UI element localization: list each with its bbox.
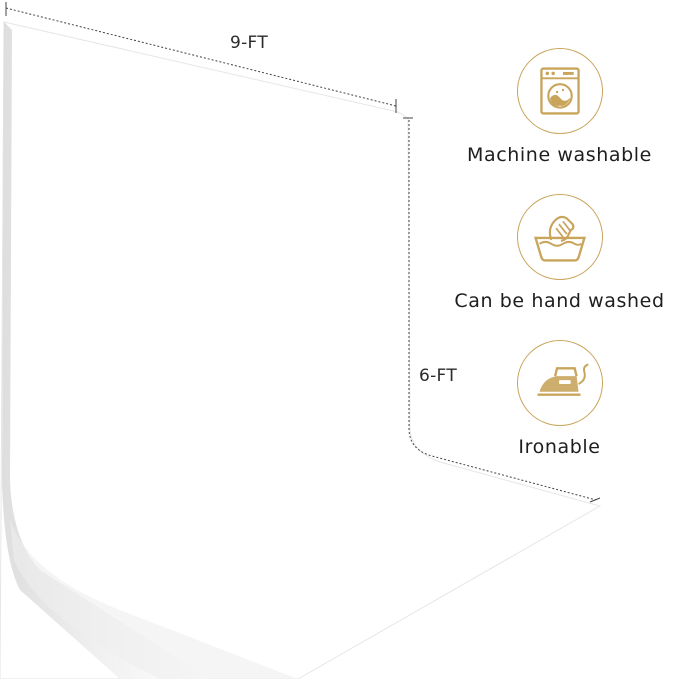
height-label: 6-FT [419, 366, 458, 386]
hand-wash-icon [516, 194, 603, 280]
height-tick-bottom [589, 497, 601, 503]
washing-machine-icon [516, 48, 603, 134]
width-dimension-line [5, 7, 397, 107]
backdrop-sheet [0, 21, 602, 679]
feature-label: Machine washable [467, 144, 652, 166]
feature-label: Ironable [518, 436, 601, 458]
feature-ironable: Ironable [440, 340, 679, 458]
iron-icon [516, 340, 603, 426]
backdrop-floor [10, 520, 298, 679]
width-label: 9-FT [230, 33, 269, 53]
feature-hand-wash: Can be hand washed [440, 194, 679, 312]
feature-label: Can be hand washed [454, 290, 665, 312]
feature-machine-washable: Machine washable [440, 48, 679, 166]
